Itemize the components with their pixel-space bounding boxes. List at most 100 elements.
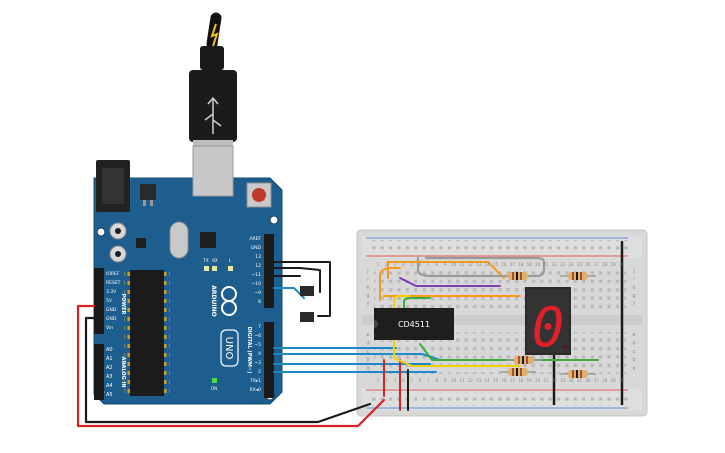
- wire-pin12: [273, 267, 321, 293]
- column-number: 12: [468, 378, 474, 383]
- column-number: 9: [444, 378, 447, 383]
- column-number: 17: [510, 378, 516, 383]
- wire-purple: [399, 277, 501, 287]
- wire-5v: [76, 304, 386, 428]
- power-pin-label: GND: [106, 316, 117, 322]
- column-number: 17: [510, 262, 516, 267]
- column-number: 30: [619, 262, 625, 267]
- resistor: [500, 368, 536, 376]
- column-number: 15: [493, 262, 499, 267]
- power-pin-label: 3.3V: [106, 289, 117, 295]
- column-number: 1: [377, 378, 380, 383]
- column-number: 8: [436, 378, 439, 383]
- wire-orange-b: [387, 261, 505, 279]
- digital-pin-label: 7: [258, 324, 261, 330]
- digital-header-label: DIGITAL (PWM~): [246, 327, 252, 374]
- digital-pin-label: 2: [258, 369, 261, 375]
- reset-button-cap[interactable]: [252, 188, 266, 202]
- digital-pin-label: 12: [255, 263, 261, 269]
- column-number: 28: [602, 378, 608, 383]
- column-number: 14: [485, 262, 491, 267]
- column-number: 23: [560, 262, 566, 267]
- power-pin-label: GND: [106, 307, 117, 313]
- crystal-oscillator: [169, 221, 189, 259]
- reset-button[interactable]: [246, 182, 272, 208]
- row-letter: h: [632, 285, 635, 291]
- button-module: [300, 312, 314, 322]
- column-number: 25: [577, 378, 583, 383]
- column-number: 28: [602, 262, 608, 267]
- button-module: [300, 286, 314, 296]
- seven-segment-display: 0: [525, 287, 571, 359]
- column-number: 29: [611, 378, 617, 383]
- analog-pin-label: A3: [106, 374, 113, 380]
- wire-gnd: [84, 316, 372, 424]
- resistor: [560, 272, 596, 280]
- column-number: 5: [410, 378, 413, 383]
- row-letter: e: [632, 332, 635, 338]
- digital-pin-label: GND: [251, 245, 262, 251]
- column-number: 10: [451, 262, 457, 267]
- led-label-tx: TX: [202, 258, 208, 263]
- power-pin-label: IOREF: [106, 271, 120, 277]
- led-label-rx: RX: [212, 258, 218, 263]
- column-number: 16: [501, 262, 507, 267]
- row-letter: j: [366, 268, 368, 274]
- wire-green: [403, 297, 599, 361]
- column-number: 14: [485, 378, 491, 383]
- analog-pin-label: A1: [106, 356, 113, 362]
- column-number: 3: [394, 378, 397, 383]
- led-label-on: ON: [211, 386, 217, 391]
- digital-pin-label: AREF: [249, 236, 261, 242]
- column-number: 4: [402, 378, 405, 383]
- column-number: 6: [419, 262, 422, 267]
- led-label-l: L: [229, 258, 232, 263]
- analog-pin-label: A2: [106, 365, 113, 371]
- led-on: [212, 378, 217, 383]
- row-letter: i: [633, 276, 634, 282]
- row-letter: c: [633, 349, 636, 355]
- wire-yellow: [393, 295, 521, 367]
- digital-header-top: [264, 234, 274, 308]
- row-letter: f: [633, 302, 635, 308]
- row-letter: i: [367, 276, 368, 282]
- wire-pin13: [273, 261, 331, 317]
- power-header: [94, 268, 104, 334]
- column-number: 2: [385, 378, 388, 383]
- row-letter: c: [367, 349, 370, 355]
- column-number: 24: [569, 378, 575, 383]
- led-tx: [204, 266, 209, 271]
- row-letter: e: [366, 332, 369, 338]
- column-number: 23: [560, 378, 566, 383]
- center-channel: [362, 315, 642, 325]
- column-number: 20: [535, 262, 541, 267]
- column-number: 9: [444, 262, 447, 267]
- arduino-logo-icon: [221, 286, 237, 316]
- column-number: 29: [611, 262, 617, 267]
- row-letter: a: [366, 366, 369, 372]
- led-l: [228, 266, 233, 271]
- column-number: 1: [377, 262, 380, 267]
- column-number: 6: [419, 378, 422, 383]
- column-number: 12: [468, 262, 474, 267]
- column-number: 13: [476, 378, 482, 383]
- column-number: 19: [527, 378, 533, 383]
- row-letter: b: [366, 357, 369, 363]
- usb-port: [192, 145, 234, 197]
- column-number: 22: [552, 378, 558, 383]
- column-number: 11: [459, 262, 465, 267]
- digital-pin-label: ~10: [252, 281, 262, 287]
- row-letter: g: [632, 293, 635, 299]
- row-letter: b: [632, 357, 635, 363]
- led-rx: [212, 266, 217, 271]
- digital-pin-label: ~3: [254, 360, 261, 366]
- column-number: 11: [459, 378, 465, 383]
- wire-orange-a: [379, 267, 401, 301]
- cd4511-ic: CD4511: [374, 304, 454, 344]
- column-number: 2: [385, 262, 388, 267]
- digital-pin-label: TX▸1: [249, 378, 261, 384]
- wire-gray-loop: [416, 256, 546, 278]
- column-number: 5: [410, 262, 413, 267]
- digital-pin-label: 8: [258, 299, 261, 305]
